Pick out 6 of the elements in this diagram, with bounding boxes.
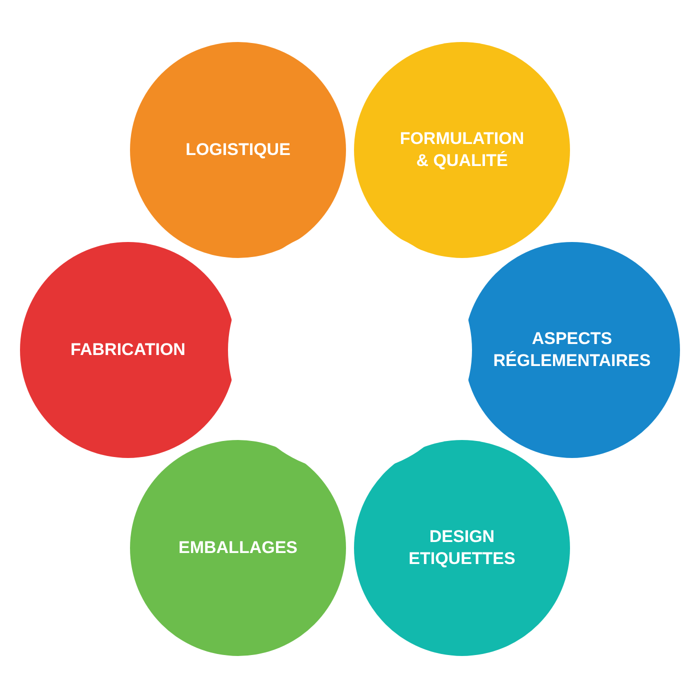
circle-label: LOGISTIQUE xyxy=(184,139,292,161)
circle-label: FABRICATION xyxy=(70,339,186,361)
circle-label: FORMULATION & QUALITÉ xyxy=(398,128,526,172)
circle-label: EMBALLAGES xyxy=(178,537,298,559)
circle-label: DESIGN ETIQUETTES xyxy=(408,526,516,570)
circle-label: ASPECTS RÉGLEMENTAIRES xyxy=(492,328,652,372)
